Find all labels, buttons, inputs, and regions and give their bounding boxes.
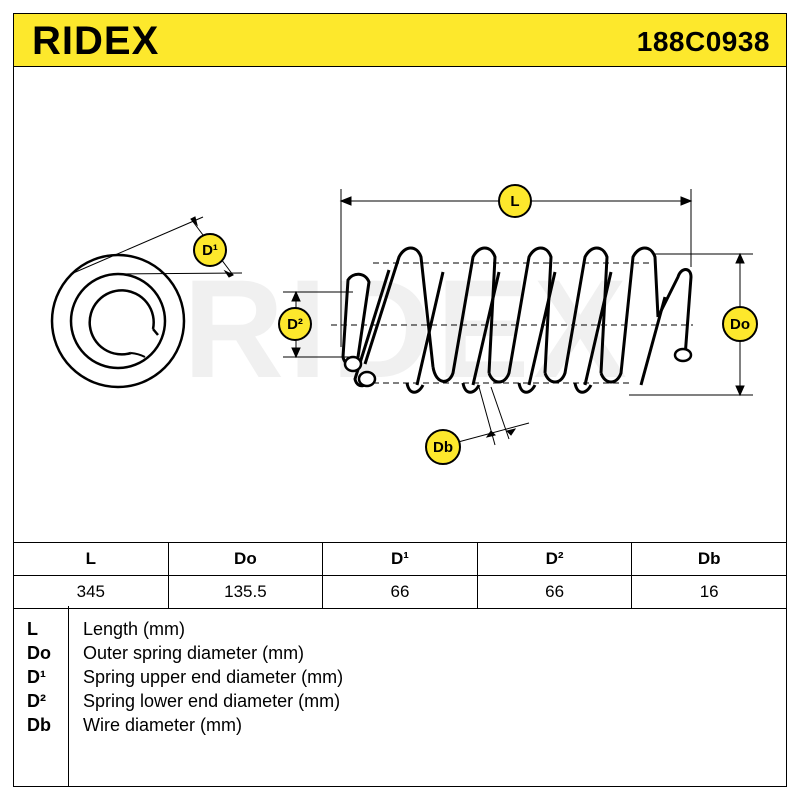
svg-text:D²: D² xyxy=(287,316,303,333)
legend: L Length (mm) Do Outer spring diameter (… xyxy=(13,606,787,787)
coil-spring-icon xyxy=(341,246,693,394)
part-number: 188C0938 xyxy=(636,26,770,57)
legend-item: Db Wire diameter (mm) xyxy=(13,715,787,739)
legend-description: Spring upper end diameter (mm) xyxy=(83,667,344,687)
do-badge: Do xyxy=(722,306,758,342)
legend-symbol: D¹ xyxy=(27,667,46,687)
spec-header-outer-diameter: Do xyxy=(167,542,324,576)
spec-value-length: 345 xyxy=(13,575,169,609)
svg-text:Do: Do xyxy=(730,316,750,333)
spec-value-row: 345 135.5 66 66 16 xyxy=(13,575,787,609)
legend-item: D² Spring lower end diameter (mm) xyxy=(13,691,787,715)
legend-symbol: Do xyxy=(27,643,51,663)
spec-table: L Do D¹ D² Db 345 135.5 66 66 16 xyxy=(13,542,787,609)
logo-text: RIDEX xyxy=(32,20,159,60)
svg-text:D¹: D¹ xyxy=(202,242,218,259)
legend-symbol: D² xyxy=(27,691,46,711)
d2-badge: D² xyxy=(278,307,312,341)
spec-header-wire-diameter: Db xyxy=(631,542,787,576)
ridex-logo: RIDEX xyxy=(32,20,159,60)
legend-symbol: Db xyxy=(27,715,51,735)
legend-item: Do Outer spring diameter (mm) xyxy=(13,643,787,667)
header-bar: RIDEX 188C0938 xyxy=(13,13,787,67)
legend-item: L Length (mm) xyxy=(13,619,787,643)
spec-header-row: L Do D¹ D² Db xyxy=(13,542,787,576)
svg-text:Db: Db xyxy=(433,439,453,456)
spec-header-lower-end-diameter: D² xyxy=(476,542,633,576)
spec-value-outer-diameter: 135.5 xyxy=(167,575,324,609)
d1-badge: D¹ xyxy=(193,233,227,267)
legend-description: Length (mm) xyxy=(83,619,186,639)
spec-header-length: L xyxy=(13,542,169,576)
legend-description: Wire diameter (mm) xyxy=(83,715,243,735)
spring-guide-lines xyxy=(331,262,693,384)
legend-description: Outer spring diameter (mm) xyxy=(83,643,305,663)
spring-end-view xyxy=(50,253,186,389)
db-badge: Db xyxy=(425,429,461,465)
upper-end-diameter-dimension xyxy=(70,216,243,278)
spec-value-wire-diameter: 16 xyxy=(631,575,787,609)
spec-value-lower-end-diameter: 66 xyxy=(476,575,633,609)
spec-value-upper-end-diameter: 66 xyxy=(322,575,478,609)
spec-header-upper-end-diameter: D¹ xyxy=(322,542,478,576)
legend-description: Spring lower end diameter (mm) xyxy=(83,691,341,711)
l-badge: L xyxy=(498,184,532,218)
svg-text:L: L xyxy=(510,193,519,210)
wire-diameter-dimension xyxy=(446,386,530,446)
legend-item: D¹ Spring upper end diameter (mm) xyxy=(13,667,787,691)
legend-symbol: L xyxy=(27,619,38,639)
legend-divider xyxy=(68,606,69,787)
spring-drawing: RIDEX D¹ xyxy=(50,184,758,465)
